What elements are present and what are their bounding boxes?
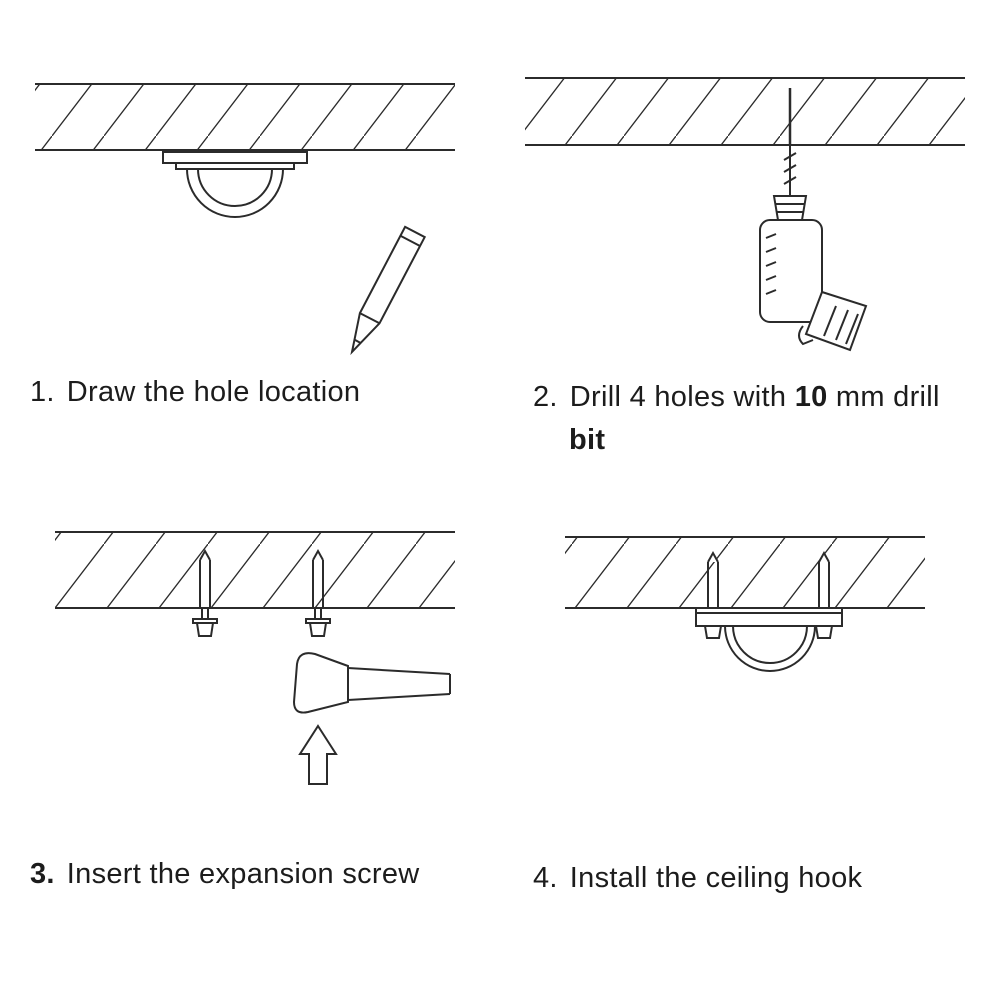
expansion-screw (305, 548, 331, 637)
step2-number: 2. (533, 381, 558, 413)
pencil-icon (350, 225, 427, 356)
step3-number: 3. (30, 858, 55, 890)
ceiling-hook (724, 625, 816, 672)
step1-illustration (35, 83, 455, 356)
step3-caption: 3. Insert the expansion screw (30, 858, 420, 891)
ceiling-slab (35, 83, 455, 151)
ceiling-slab (55, 531, 455, 609)
expansion-screw (192, 548, 218, 637)
step1-text: Draw the hole location (66, 376, 361, 408)
step4-text: Install the ceiling hook (569, 862, 863, 894)
drill-icon (759, 146, 868, 352)
up-arrow-icon (298, 724, 338, 785)
step4-illustration (565, 536, 925, 672)
step2-illustration (525, 77, 965, 352)
step2-caption-line1: 2. Drill 4 holes with 10 mm drill (533, 381, 940, 414)
step2-caption-line2: bit (569, 424, 606, 456)
step1-caption: 1. Draw the hole location (30, 376, 360, 409)
step3-illustration (55, 531, 455, 785)
step1-number: 1. (30, 376, 55, 408)
step2-caption: 2. Drill 4 holes with 10 mm drill bit (533, 381, 940, 457)
expansion-screw (707, 550, 719, 608)
ceiling-slab (525, 77, 965, 146)
step2-text-after: mm drill (827, 381, 940, 413)
mounting-plate (695, 607, 843, 639)
step4-caption: 4. Install the ceiling hook (533, 862, 862, 895)
hammer-icon (292, 652, 451, 714)
step2-text-bold: 10 (794, 381, 828, 413)
ceiling-slab (565, 536, 925, 609)
expansion-screw (818, 550, 830, 608)
ceiling-hook (162, 151, 308, 218)
step2-text-before: Drill 4 holes with (569, 381, 795, 413)
step3-text: Insert the expansion screw (66, 858, 420, 890)
step4-number: 4. (533, 862, 558, 894)
